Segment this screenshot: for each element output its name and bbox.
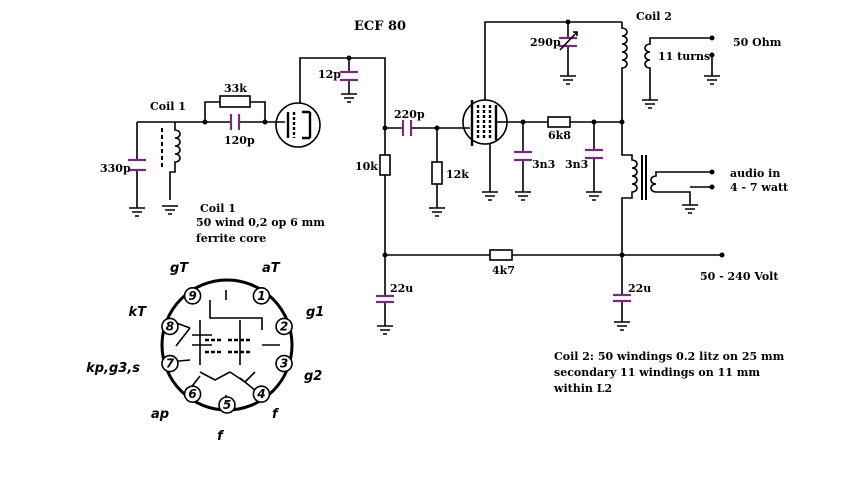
pin-3-label: g2 (304, 369, 322, 384)
voltage-label: 50 - 240 Volt (700, 270, 779, 283)
c120p-label: 120p (224, 134, 255, 147)
pin-6-number: 6 (188, 387, 196, 401)
coil1-note-title: Coil 1 (200, 202, 236, 215)
c330p-label: 330p (100, 162, 131, 175)
pin-2-label: g1 (306, 305, 324, 320)
pin-7-label: kp,g3,s (86, 361, 140, 376)
pin-5-label: f (217, 429, 225, 444)
r6k8-resistor (547, 116, 571, 128)
pin-4-label: f (272, 407, 280, 422)
coil2-note-line2: secondary 11 windings on 11 mm (554, 366, 760, 379)
pin-5-number: 5 (223, 398, 231, 412)
c22u-a-label: 22u (390, 282, 413, 295)
audio-watt-label: 4 - 7 watt (730, 181, 789, 194)
audio-in-label: audio in (730, 167, 780, 180)
pin-3-number: 3 (280, 357, 288, 371)
c220p-label: 220p (394, 108, 425, 121)
pin-3-circle (275, 354, 293, 373)
c12p-label: 12p (318, 68, 341, 81)
c22u-b-label: 22u (628, 282, 651, 295)
r10k-label: 10k (355, 160, 378, 173)
pin-8-circle (161, 317, 179, 336)
pin-1-number: 1 (257, 289, 265, 303)
pin-6-circle (183, 385, 202, 403)
pin-9-label: gT (170, 261, 189, 276)
coupling-network (379, 120, 470, 255)
c3n3-a-label: 3n3 (532, 158, 555, 171)
pin-2-circle (275, 317, 293, 336)
pin-7-number: 7 (166, 357, 175, 371)
c290p-trimmer (559, 19, 578, 85)
c290p-label: 290p (530, 36, 561, 49)
coil2-note-line1: Coil 2: 50 windings 0.2 litz on 25 mm (554, 350, 785, 363)
pin-7-circle (161, 354, 179, 373)
grid-network (202, 95, 285, 130)
pin-4-number: 4 (256, 387, 265, 401)
audio-transformer (619, 119, 715, 255)
pin-5-circle (218, 396, 236, 414)
coil1-input-tank (128, 121, 205, 217)
pin-9-circle (183, 287, 202, 305)
r4k7-resistor (489, 249, 513, 261)
coil2-label: Coil 2 (636, 10, 672, 23)
r4k7-label: 4k7 (492, 264, 515, 277)
r6k8-label: 6k8 (548, 129, 571, 142)
supply-rail (376, 249, 725, 335)
turns-label: 11 turns (658, 50, 710, 63)
c12p-capacitor (340, 55, 358, 103)
coil1-note-line1: 50 wind 0,2 op 6 mm (196, 216, 325, 229)
pin-1-circle (252, 287, 271, 305)
ohm-label: 50 Ohm (733, 36, 782, 49)
coil2-note-line3: within L2 (553, 382, 612, 395)
pin-2-number: 2 (280, 319, 288, 333)
pin-1-label: aT (262, 261, 281, 276)
pin-9-number: 9 (188, 289, 196, 303)
c3n3-b-label: 3n3 (565, 158, 588, 171)
decoupling-caps (514, 119, 603, 201)
pin-8-number: 8 (166, 319, 174, 333)
coil1-note-line2: ferrite core (196, 232, 266, 245)
r33k-resistor (219, 95, 251, 108)
coil2-output (621, 22, 720, 122)
coil1-label: Coil 1 (150, 100, 186, 113)
tube-pinout-diagram (160, 278, 294, 412)
pin-8-label: kT (128, 305, 147, 320)
pin-4-circle (252, 385, 271, 403)
triode-tube (275, 57, 386, 148)
r12k-label: 12k (446, 168, 469, 181)
schematic-title: ECF 80 (354, 19, 406, 34)
pin-6-label: ap (151, 407, 169, 422)
r33k-label: 33k (224, 82, 247, 95)
